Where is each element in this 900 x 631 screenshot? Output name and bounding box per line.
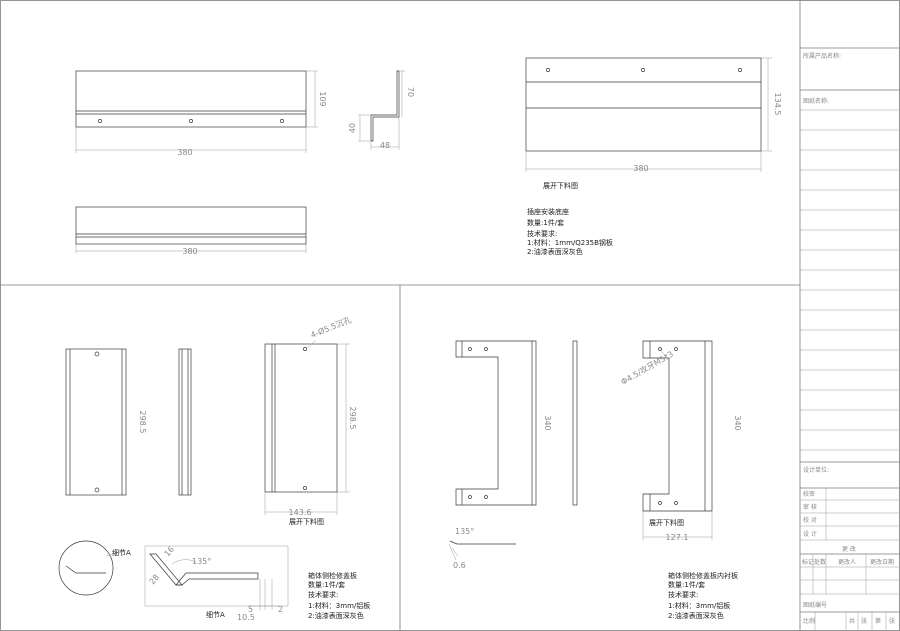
- dim-340-a: 340: [543, 415, 552, 430]
- liner-side-view: [572, 340, 578, 506]
- detail-a-label-2: 细节A: [206, 610, 225, 619]
- dim-380-a: 380: [177, 148, 192, 157]
- note-title: 箱体侧检修盖板内衬板: [668, 571, 738, 580]
- liner-bend-detail: [448, 540, 516, 561]
- note-material: 1:材料：3mm/铝板: [308, 601, 370, 610]
- dim-298-5-a: 298.5: [138, 411, 147, 434]
- top-unfold-label: 展开下料图: [543, 181, 578, 190]
- dim-16: 16: [163, 545, 176, 559]
- dim-298-5-b: 298.5: [348, 407, 357, 430]
- socket-base-unfolded: [525, 57, 772, 172]
- note-qty: 数量:1件/套: [668, 580, 705, 589]
- dim-127-1: 127.1: [666, 533, 689, 542]
- tb-sheet-no: 第: [875, 617, 881, 625]
- detail-a-enlarged: [144, 545, 289, 610]
- tb-sheets-b: 张: [889, 617, 895, 625]
- note-paint: 2:油漆表面深灰色: [527, 247, 583, 256]
- dim-380-b: 380: [182, 247, 197, 256]
- dim-134-5: 134.5: [773, 93, 782, 116]
- dim-28: 28: [148, 573, 161, 587]
- title-block: [800, 47, 900, 631]
- tb-design-unit: 设计单位:: [803, 466, 829, 474]
- left-unfold-label: 展开下料图: [289, 517, 324, 526]
- note-qty: 数量:1件/套: [527, 218, 564, 227]
- note-material: 1:材料：3mm/铝板: [668, 601, 730, 610]
- tb-total: 共: [849, 617, 855, 625]
- dim-143-6: 143.6: [289, 508, 312, 517]
- detail-a-circle: [58, 540, 123, 596]
- tb-change-date: 更改日期: [870, 558, 894, 566]
- dim-0-6: 0.6: [453, 561, 466, 570]
- dim-135-left: 135°: [192, 557, 211, 566]
- tb-scale: 比例: [803, 617, 815, 625]
- hole-callout-right: Φ4.5/攻牙M5*3: [619, 349, 675, 387]
- note-material: 1:材料：1mm/Q235B钢板: [527, 238, 613, 247]
- dim-2: 2: [278, 605, 283, 614]
- dim-109: 109: [318, 91, 327, 106]
- note-tech: 技术要求:: [668, 590, 698, 599]
- dim-48: 48: [380, 141, 390, 150]
- right-notes: 箱体侧检修盖板内衬板 数量:1件/套 技术要求: 1:材料：3mm/铝板 2:油…: [668, 571, 738, 620]
- dim-135-right: 135°: [455, 527, 474, 536]
- detail-a-label: 细节A: [112, 548, 131, 557]
- hole-callout-left: 4-Ø5.5沉孔: [309, 314, 353, 339]
- tb-product-name: 所属产品名称:: [803, 52, 841, 60]
- cover-front-view: [65, 348, 127, 496]
- note-qty: 数量:1件/套: [308, 580, 345, 589]
- tb-count: 处数: [814, 558, 826, 566]
- tb-drawing-number: 图纸编号: [803, 601, 827, 609]
- note-title: 箱体侧检修盖板: [308, 571, 357, 580]
- dim-10-5: 10.5: [237, 613, 255, 622]
- cover-unfolded: [264, 339, 350, 515]
- right-unfold-label: 展开下料图: [649, 518, 684, 527]
- dim-380-c: 380: [633, 164, 648, 173]
- dim-5: 5: [248, 605, 253, 614]
- socket-base-side-profile: [358, 70, 405, 150]
- dim-40: 40: [348, 123, 357, 133]
- liner-front-view: [455, 340, 537, 506]
- socket-base-top-view: [75, 206, 307, 253]
- dim-340-b: 340: [733, 415, 742, 430]
- cover-side-view: [178, 348, 192, 496]
- note-tech: 技术要求:: [308, 590, 338, 599]
- tb-design: 设 计: [803, 530, 817, 538]
- tb-changer: 更改人: [838, 558, 856, 566]
- tb-mark: 标记: [802, 558, 814, 566]
- top-notes: 插座安装底座 数量:1件/套 技术要求: 1:材料：1mm/Q235B钢板 2:…: [527, 207, 613, 256]
- tb-revision: 更 改: [842, 545, 856, 553]
- tb-sheets-a: 张: [861, 617, 867, 625]
- note-paint: 2:油漆表面深灰色: [308, 611, 364, 620]
- tb-check: 校 对: [803, 516, 817, 524]
- liner-unfolded: [642, 340, 713, 540]
- note-title: 插座安装底座: [527, 207, 569, 216]
- left-notes: 箱体侧检修盖板 数量:1件/套 技术要求: 1:材料：3mm/铝板 2:油漆表面…: [308, 571, 370, 620]
- tb-proof: 校审: [803, 490, 815, 498]
- tb-review: 审 核: [803, 503, 817, 511]
- note-tech: 技术要求:: [527, 229, 557, 238]
- tb-drawing-name: 图纸名称:: [803, 97, 829, 105]
- socket-base-front-view: [75, 70, 318, 153]
- note-paint: 2:油漆表面深灰色: [668, 611, 724, 620]
- dim-70: 70: [406, 87, 415, 97]
